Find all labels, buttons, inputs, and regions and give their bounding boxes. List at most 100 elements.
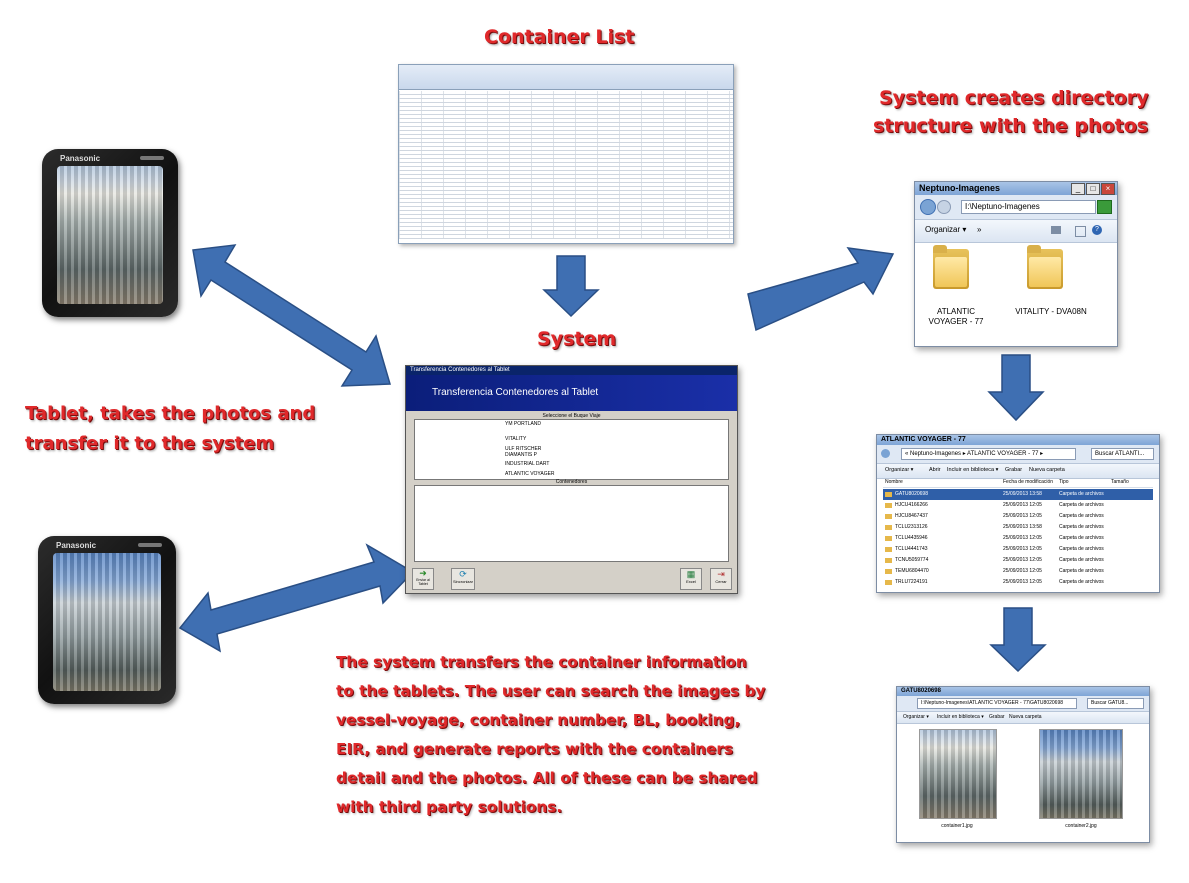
forward-icon[interactable] [937, 200, 951, 214]
burn-command[interactable]: Grabar [989, 714, 1005, 720]
arrow-explorer-down-2 [989, 607, 1047, 673]
app-title-bar: Transferencia Contenedores al Tablet [406, 366, 737, 375]
system-title: System [537, 328, 617, 350]
folder-name: HJCU8467437 [895, 513, 928, 519]
folder-date: 25/09/2013 12:05 [1003, 557, 1042, 563]
exit-icon: ⇥ [717, 569, 725, 579]
tablet-screen-photo [57, 166, 163, 304]
minimize-icon[interactable]: _ [1071, 183, 1085, 195]
explorer-voyage-title: ATLANTIC VOYAGER - 77 [877, 435, 1159, 445]
column-date[interactable]: Fecha de modificación [1003, 479, 1054, 485]
folder-icon [885, 547, 892, 552]
more-commands[interactable]: » [977, 225, 982, 234]
back-icon[interactable] [920, 199, 936, 215]
explorer-root-window: Neptuno-Imagenes _□× I:\Neptuno-Imagenes… [914, 181, 1118, 347]
folder-type: Carpeta de archivos [1059, 535, 1104, 541]
app-header: Transferencia Contenedores al Tablet [406, 375, 737, 411]
close-icon[interactable]: × [1101, 183, 1115, 195]
containers-table[interactable] [414, 485, 729, 562]
column-type[interactable]: Tipo [1059, 479, 1069, 485]
arrow-tablet1-system [192, 244, 391, 387]
containers-group-label: Contenedores [555, 479, 588, 485]
go-icon[interactable] [1097, 200, 1112, 214]
open-command[interactable]: Abrir [929, 467, 941, 473]
column-name[interactable]: Nombre [885, 479, 903, 485]
search-input[interactable]: Buscar GATU8... [1087, 698, 1144, 709]
arrow-system-to-explorer [747, 247, 895, 332]
container-photo-thumbnail[interactable] [919, 729, 997, 819]
folder-name: TEMU6804470 [895, 568, 929, 574]
arrow-explorer-down-1 [987, 354, 1045, 422]
file-label[interactable]: container2.jpg [1065, 823, 1097, 829]
sync-label: Sincronizar [452, 579, 473, 584]
folder-date: 25/09/2013 12:05 [1003, 502, 1042, 508]
help-icon[interactable]: ? [1092, 225, 1102, 235]
address-bar: « Neptuno-Imagenes ▸ ATLANTIC VOYAGER - … [877, 445, 1159, 464]
new-folder-command[interactable]: Nueva carpeta [1029, 467, 1065, 473]
folder-date: 25/09/2013 13:58 [1003, 524, 1042, 530]
excel-icon: ▦ [686, 569, 696, 579]
command-bar: Organizar ▾ » ? [915, 220, 1117, 243]
tablet-top: Panasonic [42, 149, 178, 317]
folder-name: TCLU4441743 [895, 546, 928, 552]
send-to-tablet-button[interactable]: ➜ Enviar al Tablet [412, 568, 434, 590]
explorer-container-window: GATU8020698 I:\Neptuno-Imagenes\ATLANTIC… [896, 686, 1150, 843]
include-library-command[interactable]: Incluir en biblioteca ▾ [947, 467, 999, 473]
new-folder-command[interactable]: Nueva carpeta [1009, 714, 1042, 720]
close-button[interactable]: ⇥ Cerrar [710, 568, 732, 590]
folder-type: Carpeta de archivos [1059, 568, 1104, 574]
folder-icon[interactable] [1027, 245, 1063, 289]
excel-label: Excel [686, 579, 696, 584]
folder-label[interactable]: ATLANTIC VOYAGER - 77 [928, 307, 984, 326]
folder-name: TCLU4435946 [895, 535, 928, 541]
voyage-row: ATLANTIC VOYAGER [505, 471, 555, 477]
preview-pane-icon[interactable] [1075, 226, 1086, 237]
tablet-screen-photo [53, 553, 161, 691]
maximize-icon[interactable]: □ [1086, 183, 1100, 195]
address-input[interactable]: « Neptuno-Imagenes ▸ ATLANTIC VOYAGER - … [901, 448, 1076, 460]
transfer-line: vessel-voyage, container number, BL, boo… [336, 711, 741, 729]
organize-menu[interactable]: Organizar ▾ [903, 714, 929, 720]
column-size[interactable]: Tamaño [1111, 479, 1129, 485]
address-input[interactable]: I:\Neptuno-Imagenes [961, 200, 1096, 214]
voyage-table[interactable]: YM PORTLAND VITALITY ULF RITSCHER DIAMAN… [414, 419, 729, 480]
address-input[interactable]: I:\Neptuno-Imagenes\ATLANTIC VOYAGER - 7… [917, 698, 1077, 709]
burn-command[interactable]: Grabar [1005, 467, 1023, 473]
transfer-line: with third party solutions. [336, 798, 563, 816]
folder-date: 25/09/2013 12:05 [1003, 579, 1042, 585]
include-library-command[interactable]: Incluir en biblioteca ▾ [937, 714, 984, 720]
spreadsheet-grid [399, 91, 733, 239]
sync-button[interactable]: ⟳ Sincronizar [451, 568, 475, 590]
system-creates-title-line2: structure with the photos [873, 115, 1149, 137]
send-to-tablet-label: Enviar al Tablet [416, 578, 430, 586]
folder-type: Carpeta de archivos [1059, 491, 1104, 497]
tablet-bottom: Panasonic [38, 536, 176, 704]
container-photo-thumbnail[interactable] [1039, 729, 1123, 819]
excel-button[interactable]: ▦ Excel [680, 568, 702, 590]
spreadsheet-ribbon [399, 65, 733, 90]
folder-type: Carpeta de archivos [1059, 502, 1104, 508]
folder-icon[interactable] [933, 245, 969, 289]
organize-menu[interactable]: Organizar ▾ [885, 467, 914, 473]
folder-icon [885, 569, 892, 574]
address-bar: I:\Neptuno-Imagenes [915, 195, 1117, 220]
view-icon[interactable] [1051, 226, 1061, 234]
folder-label[interactable]: VITALITY - DVA08N [1015, 307, 1087, 316]
transfer-line: EIR, and generate reports with the conta… [336, 740, 734, 758]
voyage-row: VITALITY [505, 436, 527, 442]
command-bar: Organizar ▾ Incluir en biblioteca ▾ Grab… [897, 712, 1149, 724]
back-icon[interactable] [881, 449, 890, 458]
organize-menu[interactable]: Organizar ▾ [925, 225, 967, 234]
search-input[interactable]: Buscar ATLANTI... [1091, 448, 1154, 460]
file-label[interactable]: container1.jpg [941, 823, 973, 829]
